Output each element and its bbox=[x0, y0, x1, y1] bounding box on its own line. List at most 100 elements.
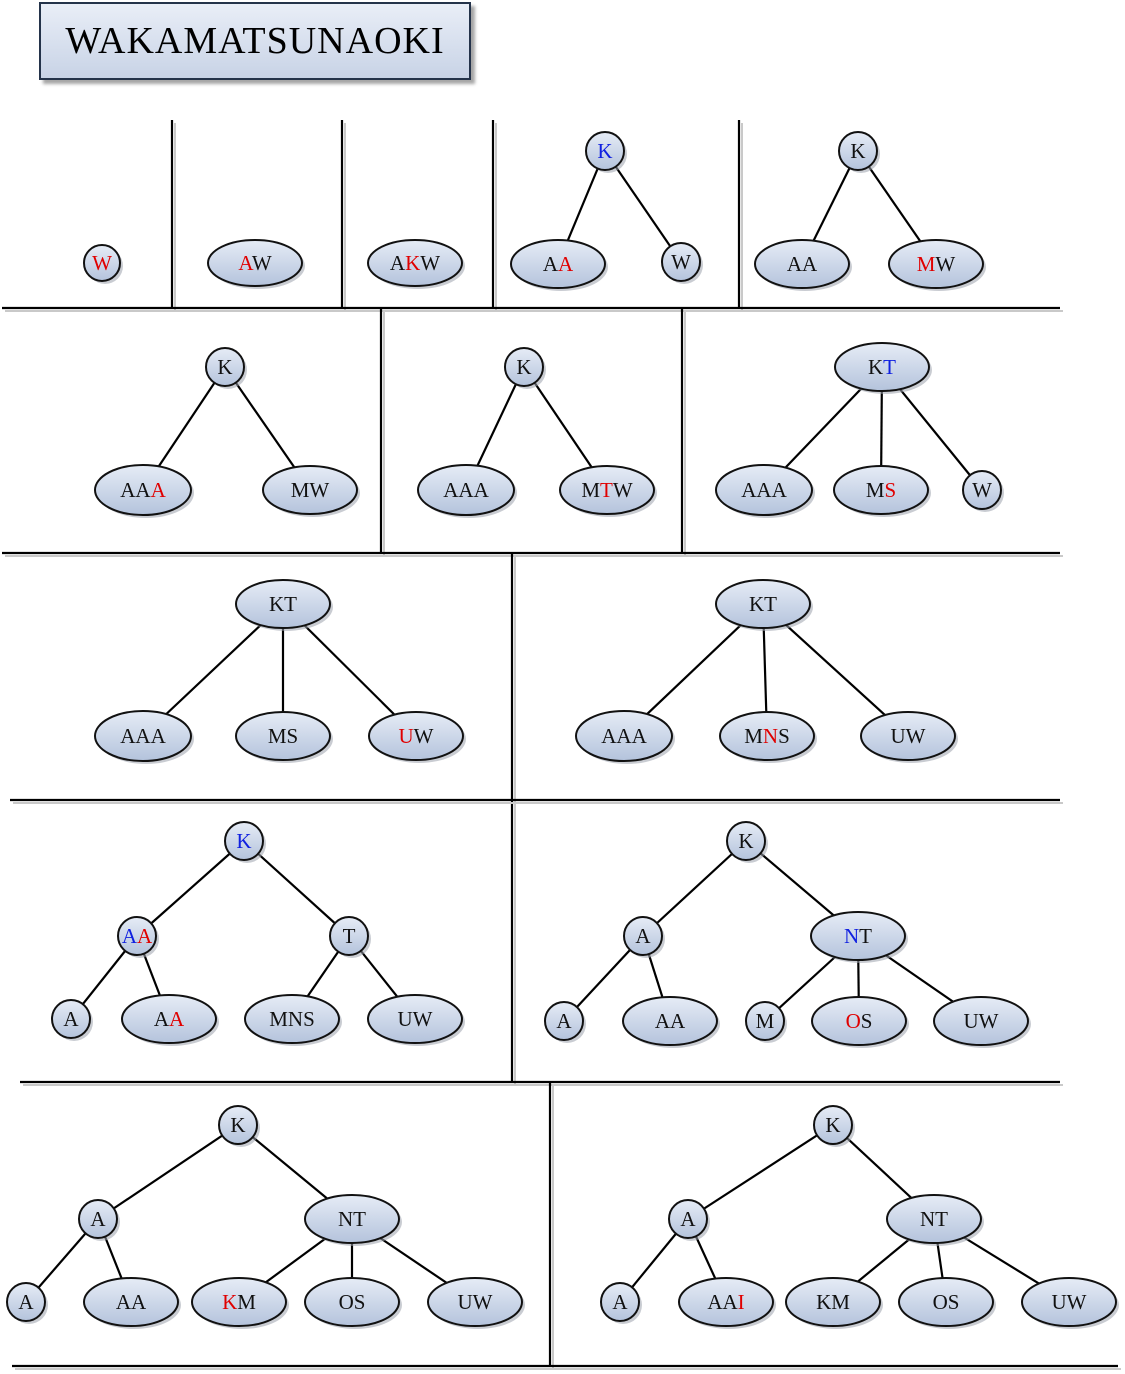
tree-node: K bbox=[224, 821, 266, 863]
node-shape bbox=[898, 1277, 994, 1327]
tree-node: A bbox=[6, 1282, 48, 1324]
node-shape bbox=[813, 1105, 853, 1145]
tree-node: UW bbox=[427, 1277, 525, 1329]
node-shape bbox=[235, 711, 331, 761]
node-key: NT bbox=[920, 1207, 948, 1231]
node-label: W bbox=[92, 251, 112, 275]
node-label: A bbox=[635, 924, 651, 948]
node-key: W bbox=[671, 250, 691, 274]
node-key: W bbox=[972, 478, 992, 502]
tree-node: KT bbox=[834, 342, 932, 394]
tree-node: NT bbox=[810, 911, 908, 963]
node-key: AA bbox=[120, 478, 151, 502]
tree-node: K bbox=[585, 131, 627, 173]
tree-node: UW bbox=[367, 994, 465, 1046]
node-shape bbox=[78, 1199, 118, 1239]
node-key: W bbox=[935, 252, 955, 276]
tree-node: AA bbox=[510, 239, 608, 291]
node-key: M bbox=[744, 724, 763, 748]
tree-node: MNS bbox=[244, 994, 342, 1046]
node-shape bbox=[205, 347, 245, 387]
node-label: A bbox=[63, 1007, 79, 1031]
node-shape bbox=[262, 465, 358, 515]
node-label: K bbox=[230, 1113, 245, 1137]
tree-node: K bbox=[838, 131, 880, 173]
tree-node: NT bbox=[304, 1194, 402, 1246]
node-label: K bbox=[217, 355, 232, 379]
node-shape bbox=[224, 821, 264, 861]
node-label: AA bbox=[116, 1290, 147, 1314]
node-label: K bbox=[597, 139, 612, 163]
tree-node: K bbox=[205, 347, 247, 389]
node-label: OS bbox=[846, 1009, 873, 1033]
tree-node: AAA bbox=[94, 710, 194, 764]
tree-node: AA bbox=[754, 239, 852, 291]
node-label: AA bbox=[655, 1009, 686, 1033]
node-key: A bbox=[238, 251, 254, 275]
node-key: A bbox=[151, 478, 167, 502]
node-label: NT bbox=[844, 924, 872, 948]
node-label: A bbox=[612, 1290, 628, 1314]
node-key: A bbox=[154, 1007, 170, 1031]
node-shape bbox=[94, 710, 192, 762]
title-box: WAKAMATSUNAOKI bbox=[39, 2, 471, 80]
node-shape bbox=[745, 1001, 785, 1041]
node-label: AA bbox=[122, 924, 153, 948]
tree-node: A bbox=[51, 999, 93, 1041]
tree-node: KM bbox=[191, 1277, 289, 1329]
node-label: KT bbox=[749, 592, 777, 616]
node-label: K bbox=[738, 829, 753, 853]
node-shape bbox=[860, 711, 956, 761]
tree-node: AA bbox=[83, 1277, 181, 1329]
tree-node: W bbox=[83, 244, 123, 284]
tree-node: W bbox=[962, 470, 1004, 512]
node-label: OS bbox=[933, 1290, 960, 1314]
node-shape bbox=[785, 1277, 881, 1327]
tree-edge bbox=[97, 1124, 239, 1220]
node-shape bbox=[559, 465, 655, 515]
node-label: T bbox=[343, 924, 356, 948]
node-key: UW bbox=[964, 1009, 999, 1033]
node-label: W bbox=[671, 250, 691, 274]
tree-node: W bbox=[661, 242, 703, 284]
node-shape bbox=[810, 911, 906, 961]
node-key: AAA bbox=[443, 478, 489, 502]
node-shape bbox=[544, 1001, 584, 1041]
node-key: U bbox=[399, 724, 414, 748]
node-label: NT bbox=[920, 1207, 948, 1231]
node-key: K bbox=[738, 829, 753, 853]
tree-node: A bbox=[600, 1282, 642, 1324]
node-key: NT bbox=[338, 1207, 366, 1231]
node-shape bbox=[754, 239, 850, 289]
node-key: T bbox=[600, 478, 613, 502]
tree-node: AAI bbox=[678, 1277, 776, 1329]
node-label: K bbox=[236, 829, 251, 853]
tree-node: UW bbox=[933, 996, 1031, 1048]
tree-node: MW bbox=[262, 465, 360, 517]
node-key: N bbox=[844, 924, 859, 948]
node-shape bbox=[94, 464, 192, 516]
tree-node: K bbox=[813, 1105, 855, 1147]
tree-node: OS bbox=[304, 1277, 402, 1329]
node-key: OS bbox=[339, 1290, 366, 1314]
node-shape bbox=[622, 996, 718, 1046]
node-key: W bbox=[92, 251, 112, 275]
node-key: A bbox=[612, 1290, 628, 1314]
node-shape bbox=[668, 1199, 708, 1239]
node-shape bbox=[83, 1277, 179, 1327]
node-shape bbox=[121, 994, 217, 1044]
node-key: I bbox=[738, 1290, 745, 1314]
node-key: A bbox=[18, 1290, 34, 1314]
tree-node: MNS bbox=[719, 711, 817, 763]
node-shape bbox=[838, 131, 878, 171]
node-key: UW bbox=[458, 1290, 493, 1314]
node-shape bbox=[51, 999, 91, 1039]
node-label: UW bbox=[458, 1290, 493, 1314]
node-shape bbox=[962, 470, 1002, 510]
node-shape bbox=[600, 1282, 640, 1322]
node-label: K bbox=[825, 1113, 840, 1137]
node-label: A bbox=[90, 1207, 106, 1231]
node-key: KM bbox=[816, 1290, 850, 1314]
node-shape bbox=[833, 465, 929, 515]
node-key: AAA bbox=[741, 478, 787, 502]
